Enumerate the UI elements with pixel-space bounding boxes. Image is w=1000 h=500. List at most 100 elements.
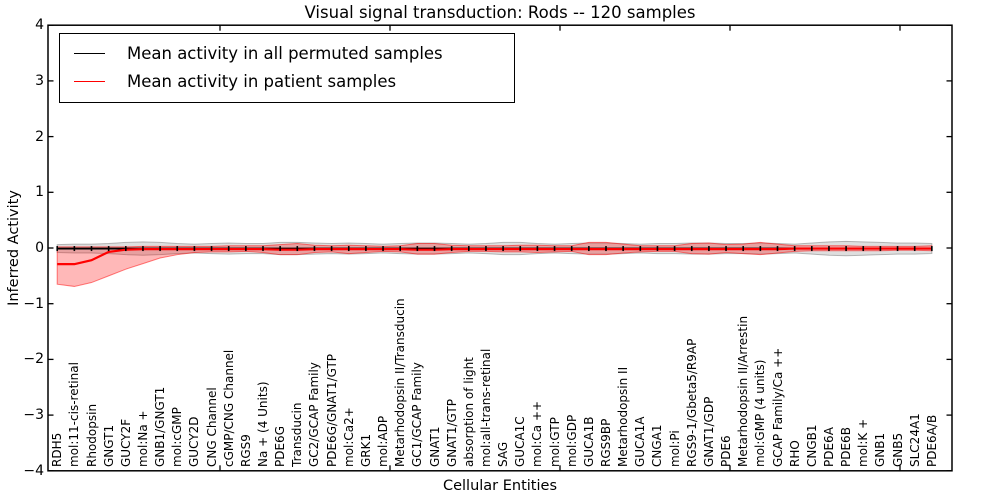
y-tick-label: −3 — [23, 407, 44, 424]
data-point-marker — [759, 246, 762, 252]
y-tick-label: −1 — [23, 295, 44, 312]
data-point-marker — [159, 246, 161, 252]
x-tick-label: Metarhodopsin II — [616, 366, 631, 467]
data-point-marker — [828, 246, 830, 252]
x-tick-label: PDE6A — [821, 427, 836, 467]
legend-label: Mean activity in all permuted samples — [127, 43, 443, 63]
data-point-marker — [811, 246, 813, 252]
x-tick-label: GCAP Family/Ca ++ — [770, 347, 785, 467]
x-tick-label: mol:K + — [856, 418, 871, 467]
data-point-marker — [227, 246, 230, 252]
data-point-marker — [142, 246, 144, 252]
data-point-marker — [879, 246, 882, 252]
x-tick-label: absorption of light — [461, 357, 476, 467]
data-point-marker — [468, 246, 470, 252]
x-tick-label: RGS9BP — [599, 418, 613, 467]
x-tick-label: CNGA1 — [650, 424, 665, 468]
legend-item-patient: Mean activity in patient samples — [60, 67, 514, 95]
x-tick-label: GUCY2D — [187, 416, 202, 467]
x-tick-label: GUCA1B — [581, 416, 596, 467]
x-tick-label: mol:Pi — [667, 430, 682, 467]
x-tick-label: PDE6 — [719, 435, 734, 467]
data-point-marker — [245, 246, 247, 252]
data-point-marker — [931, 246, 933, 252]
legend-item-permuted: Mean activity in all permuted samples — [60, 39, 514, 67]
x-tick-label: CNGB1 — [804, 424, 819, 467]
x-tick-label: PDE6G/GNAT1/GTP — [324, 353, 339, 467]
legend: Mean activity in all permuted samples Me… — [59, 33, 515, 103]
x-tick-label: GNAT1 — [427, 426, 442, 467]
x-tick-label: CNG Channel — [204, 387, 219, 467]
x-tick-label: Rhodopsin — [84, 403, 99, 467]
x-tick-label: GNB1 — [873, 432, 888, 467]
x-tick-label: mol:Ca ++ — [530, 400, 545, 467]
legend-line-sample-black — [74, 52, 105, 54]
x-tick-label: GUCA1A — [633, 416, 648, 467]
data-point-marker — [347, 246, 350, 252]
data-point-marker — [416, 246, 419, 252]
x-tick-label: cGMP/CNG Channel — [221, 349, 236, 467]
x-tick-label: mol:GMP (4 units) — [753, 359, 768, 467]
data-point-marker — [845, 246, 847, 252]
data-point-marker — [588, 246, 590, 252]
x-tick-label: PDE6A/B — [924, 414, 939, 467]
data-point-marker — [519, 246, 522, 252]
x-axis-label: Cellular Entities — [442, 478, 558, 494]
data-point-marker — [399, 246, 401, 252]
x-tick-label: GNAT1/GTP — [444, 399, 459, 467]
data-point-marker — [742, 246, 744, 252]
data-point-marker — [433, 246, 436, 252]
data-point-marker — [776, 246, 779, 252]
data-point-marker — [690, 246, 693, 252]
x-tick-label: Metarhodopsin II/Arrestin — [736, 315, 751, 467]
data-point-marker — [125, 246, 127, 252]
x-tick-label: PDE6B — [839, 427, 854, 467]
data-point-marker — [708, 246, 710, 252]
x-tick-label: mol:11-cis-retinal — [67, 362, 82, 467]
y-tick-label: 1 — [35, 184, 44, 201]
data-point-marker — [313, 246, 316, 252]
data-point-marker — [862, 246, 865, 252]
x-tick-label: GNB5 — [890, 432, 905, 467]
y-axis-label: Inferred Activity — [6, 190, 22, 306]
y-tick-label: −4 — [23, 462, 44, 479]
data-point-marker — [639, 246, 642, 252]
data-point-marker — [210, 246, 213, 252]
x-tick-label: GRK1 — [358, 433, 373, 467]
data-point-marker — [502, 246, 504, 252]
x-tick-label: SLC24A1 — [907, 413, 922, 467]
x-tick-label: RDH5 — [50, 432, 65, 467]
legend-label: Mean activity in patient samples — [127, 71, 397, 91]
data-point-marker — [605, 246, 607, 252]
x-tick-label: Na + (4 Units) — [256, 381, 270, 467]
data-point-marker — [365, 246, 367, 252]
data-point-marker — [279, 246, 281, 252]
data-point-marker — [485, 246, 487, 252]
chart-title: Visual signal transduction: Rods -- 120 … — [304, 3, 696, 22]
data-point-marker — [176, 246, 179, 252]
x-tick-label: SAG — [496, 441, 511, 467]
data-point-marker — [725, 246, 727, 252]
data-point-marker — [913, 246, 916, 252]
x-tick-label: GC2/GCAP Family — [307, 362, 322, 467]
data-point-marker — [553, 246, 556, 252]
x-tick-label: GNB1/GNGT1 — [153, 386, 168, 467]
x-tick-label: mol:GDP — [564, 414, 579, 467]
x-tick-label: mol:all-trans-retinal — [478, 348, 493, 467]
data-point-marker — [262, 246, 264, 252]
data-point-marker — [73, 246, 76, 252]
x-tick-label: mol:ADP — [376, 415, 391, 467]
x-tick-label: GC1/GCAP Family — [410, 362, 425, 467]
x-tick-label: RGS9 — [238, 434, 253, 467]
data-point-marker — [570, 246, 573, 252]
data-point-marker — [296, 246, 299, 252]
data-point-marker — [90, 246, 93, 252]
data-point-marker — [193, 246, 196, 252]
series-line-1 — [57, 247, 932, 266]
x-tick-label: GNAT1/GDP — [701, 396, 716, 467]
x-tick-label: GNGT1 — [101, 424, 116, 467]
data-point-marker — [793, 246, 796, 252]
x-tick-label: RGS9-1/Gbeta5/R9AP — [684, 338, 699, 467]
